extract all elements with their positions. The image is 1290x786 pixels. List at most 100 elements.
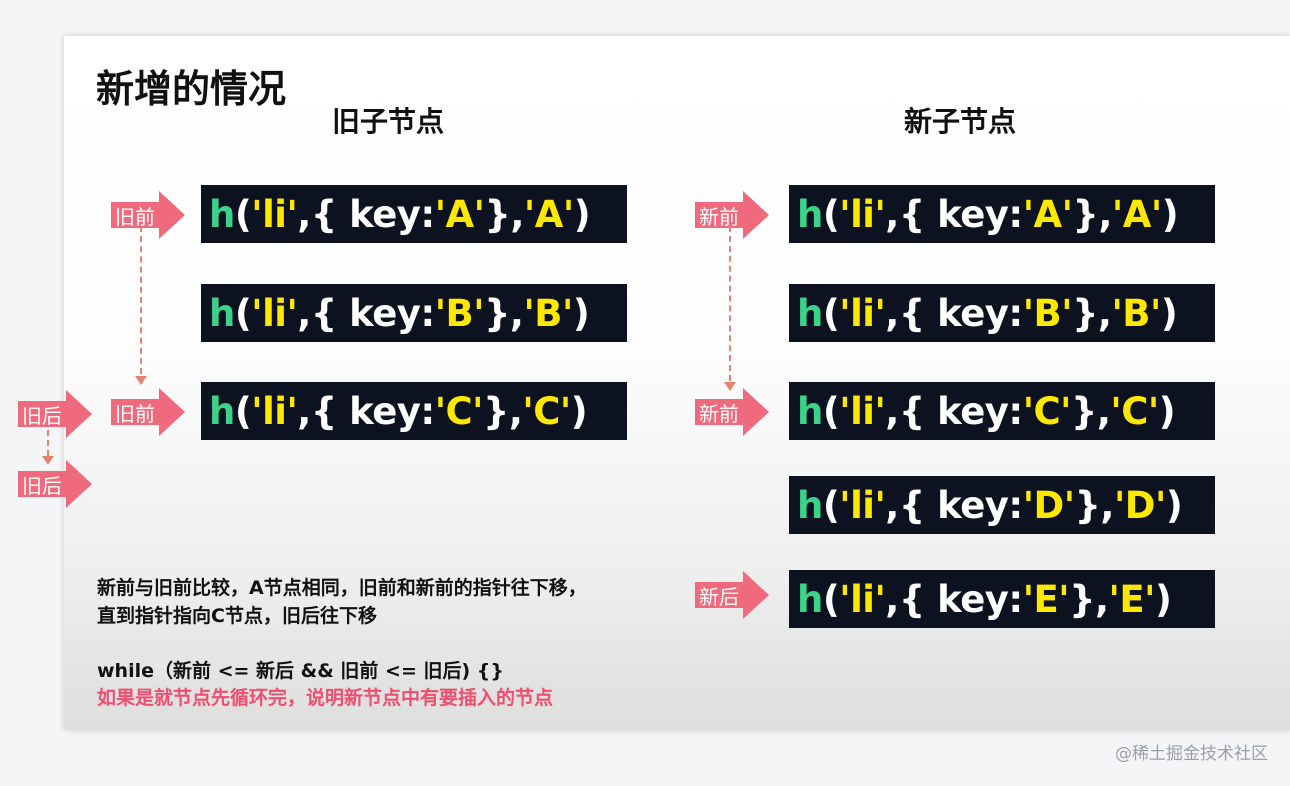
node-mid: ,{ key: <box>885 291 1023 335</box>
node-open: ( <box>822 577 840 621</box>
new-node-c: h('li',{ key: 'C'},'C') <box>789 382 1215 440</box>
conclusion-text: 如果是就节点先循环完，说明新节点中有要插入的节点 <box>97 687 554 709</box>
explanation-line-2: 直到指针指向C节点，旧后往下移 <box>97 605 377 627</box>
old-node-c: h('li',{ key: 'C'},'C') <box>201 382 627 440</box>
node-end: ) <box>1165 483 1183 527</box>
node-mid: ,{ key: <box>885 483 1023 527</box>
pointer-old-back-initial: 旧后 <box>18 390 92 438</box>
pointer-label: 新前 <box>695 202 743 229</box>
old-node-b: h('li',{ key: 'B'},'B') <box>201 284 627 342</box>
node-val: 'A' <box>523 192 574 236</box>
pointer-label: 旧后 <box>18 471 66 498</box>
new-node-d: h('li',{ key: 'D'},'D') <box>789 476 1215 534</box>
node-close: }, <box>1074 483 1115 527</box>
node-fn: h <box>797 192 823 236</box>
node-tag: 'li' <box>839 483 886 527</box>
node-end: ) <box>1161 192 1179 236</box>
node-tag: 'li' <box>839 389 886 433</box>
pointer-old-back-moved: 旧后 <box>18 460 92 508</box>
node-key: 'D' <box>1022 483 1075 527</box>
new-node-a: h('li',{ key: 'A'},'A') <box>789 185 1215 243</box>
arrow-down-icon <box>724 382 736 391</box>
node-open: ( <box>234 192 252 236</box>
watermark: @稀土掘金技术社区 <box>1115 744 1268 764</box>
node-end: ) <box>570 389 588 433</box>
node-key: 'A' <box>1022 192 1073 236</box>
node-tag: 'li' <box>251 389 298 433</box>
new-node-b: h('li',{ key: 'B'},'B') <box>789 284 1215 342</box>
node-end: ) <box>1158 389 1176 433</box>
explanation-line-1: 新前与旧前比较，A节点相同，旧前和新前的指针往下移， <box>97 577 587 599</box>
node-end: ) <box>573 192 591 236</box>
node-open: ( <box>822 483 840 527</box>
node-close: }, <box>1072 192 1113 236</box>
node-val: 'B' <box>1111 291 1161 335</box>
node-open: ( <box>822 192 840 236</box>
node-fn: h <box>209 291 235 335</box>
node-fn: h <box>209 389 235 433</box>
node-tag: 'li' <box>251 192 298 236</box>
node-val: 'C' <box>522 389 571 433</box>
node-key: 'B' <box>434 291 485 335</box>
node-key: 'C' <box>434 389 484 433</box>
arrow-right-icon <box>743 388 769 436</box>
node-key: 'C' <box>1022 389 1072 433</box>
pointer-label: 旧后 <box>18 401 66 428</box>
node-close: }, <box>1071 389 1111 433</box>
node-mid: ,{ key: <box>297 291 435 335</box>
node-open: ( <box>822 291 840 335</box>
arrow-down-icon <box>135 376 147 385</box>
node-mid: ,{ key: <box>885 389 1023 433</box>
node-close: }, <box>484 192 525 236</box>
node-end: ) <box>572 291 590 335</box>
node-fn: h <box>797 577 823 621</box>
node-key: 'B' <box>1022 291 1073 335</box>
loop-condition-code: while（新前 <= 新后 && 旧前 <= 旧后) {} <box>97 660 504 682</box>
pointer-label: 旧前 <box>111 399 159 426</box>
arrow-right-icon <box>743 571 769 619</box>
old-back-move-line <box>47 430 49 456</box>
node-end: ) <box>1154 577 1172 621</box>
page-title: 新增的情况 <box>96 67 287 111</box>
node-fn: h <box>797 291 823 335</box>
pointer-old-front-moved: 旧前 <box>111 388 185 436</box>
node-val: 'B' <box>523 291 573 335</box>
node-mid: ,{ key: <box>885 577 1023 621</box>
node-tag: 'li' <box>839 577 886 621</box>
old-children-heading: 旧子节点 <box>332 105 445 138</box>
pointer-old-front-initial: 旧前 <box>111 191 185 239</box>
arrow-right-icon <box>159 191 185 239</box>
node-close: }, <box>1072 291 1112 335</box>
arrow-right-icon <box>66 390 92 438</box>
node-tag: 'li' <box>839 291 886 335</box>
node-open: ( <box>234 291 252 335</box>
node-key: 'A' <box>434 192 485 236</box>
node-val: 'A' <box>1111 192 1162 236</box>
node-tag: 'li' <box>839 192 886 236</box>
node-tag: 'li' <box>251 291 298 335</box>
node-key: 'E' <box>1022 577 1070 621</box>
node-close: }, <box>483 389 523 433</box>
old-front-move-line <box>140 226 142 374</box>
node-fn: h <box>209 192 235 236</box>
node-open: ( <box>822 389 840 433</box>
arrow-down-icon <box>42 456 54 465</box>
pointer-new-front-initial: 新前 <box>695 191 769 239</box>
new-front-move-line <box>729 226 731 381</box>
node-mid: ,{ key: <box>885 192 1023 236</box>
node-val: 'D' <box>1113 483 1166 527</box>
node-val: 'E' <box>1108 577 1156 621</box>
node-mid: ,{ key: <box>297 389 435 433</box>
node-fn: h <box>797 389 823 433</box>
node-val: 'C' <box>1110 389 1159 433</box>
node-mid: ,{ key: <box>297 192 435 236</box>
pointer-label: 新前 <box>695 399 743 426</box>
old-node-a: h('li',{ key: 'A'},'A') <box>201 185 627 243</box>
arrow-right-icon <box>743 191 769 239</box>
arrow-right-icon <box>159 388 185 436</box>
node-close: }, <box>1069 577 1109 621</box>
pointer-new-back: 新后 <box>695 571 769 619</box>
node-open: ( <box>234 389 252 433</box>
arrow-right-icon <box>66 460 92 508</box>
node-close: }, <box>484 291 524 335</box>
